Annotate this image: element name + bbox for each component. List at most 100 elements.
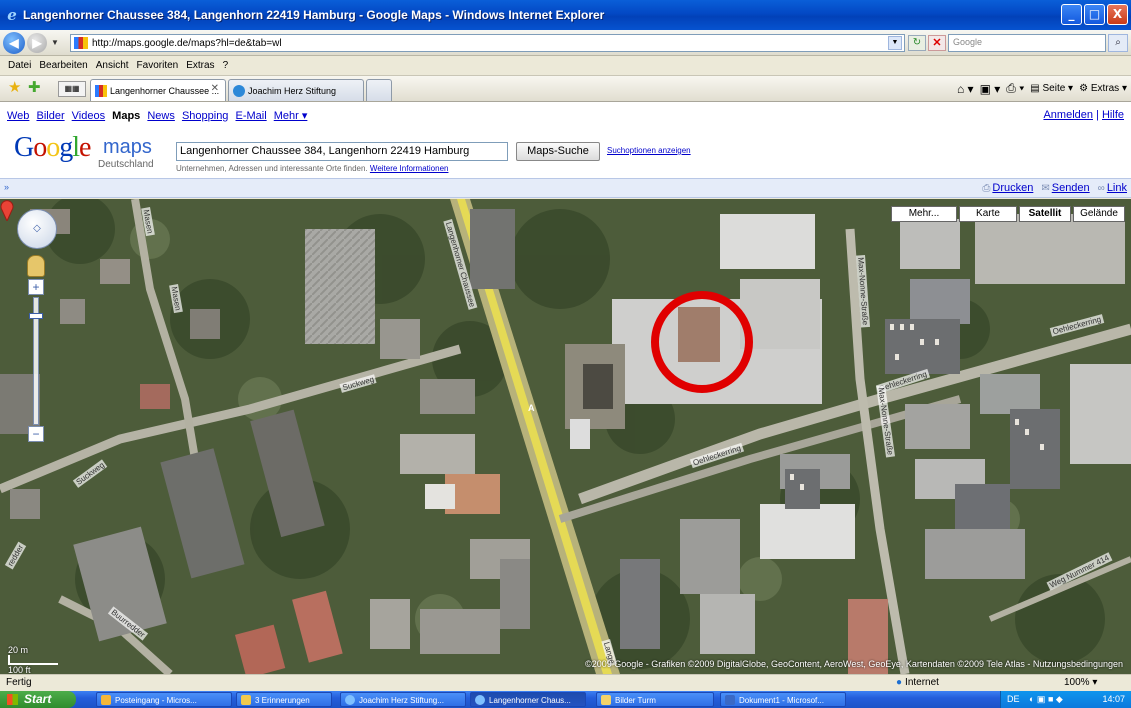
street-view-pegman-icon[interactable]	[27, 255, 45, 277]
minimize-button[interactable]: _	[1061, 4, 1082, 25]
link-news[interactable]: News	[147, 110, 175, 122]
logo-letter: g	[59, 132, 73, 163]
more-info-link[interactable]: Weitere Informationen	[369, 164, 449, 173]
send-link-label[interactable]: Senden	[1051, 182, 1090, 194]
task-google-maps[interactable]: Langenhorner Chaus...	[470, 692, 586, 707]
map-type-gelande[interactable]: Gelände	[1073, 206, 1125, 222]
new-tab-button[interactable]	[366, 79, 392, 101]
security-zone[interactable]: ●Internet	[896, 677, 939, 688]
history-dropdown-icon[interactable]: ▼	[51, 38, 59, 47]
start-button[interactable]: Start	[0, 691, 76, 708]
tab-joachim-herz[interactable]: Joachim Herz Stiftung	[228, 79, 364, 101]
back-button[interactable]: ◀	[3, 31, 25, 54]
clock: 14:07	[1102, 694, 1125, 704]
search-input[interactable]: Google	[948, 34, 1106, 52]
map-type-more[interactable]: Mehr...	[891, 206, 957, 222]
language-indicator[interactable]: DE	[1007, 694, 1020, 704]
status-text: Fertig	[6, 677, 32, 688]
link-videos[interactable]: Videos	[71, 110, 106, 122]
ie-page-icon	[233, 84, 245, 97]
task-reminders[interactable]: 3 Erinnerungen	[236, 692, 332, 707]
maps-search-button[interactable]: Maps-Suche	[516, 142, 600, 161]
home-icon[interactable]: ⌂ ▾	[956, 81, 974, 96]
forward-button[interactable]: ▶	[27, 32, 47, 53]
menu-extras[interactable]: Extras	[186, 60, 215, 71]
print-link[interactable]: ⎙Drucken	[982, 182, 1033, 194]
maximize-button[interactable]: □	[1084, 4, 1105, 25]
task-label: Joachim Herz Stiftung...	[359, 696, 444, 705]
link-email[interactable]: E-Mail	[235, 110, 267, 122]
url-field[interactable]: http://maps.google.de/maps?hl=de&tab=wl …	[70, 34, 905, 52]
logo-country: Deutschland	[98, 159, 154, 170]
collapse-panel-button[interactable]: »	[4, 182, 10, 192]
bell-icon	[241, 695, 251, 705]
zoom-level[interactable]: 100% ▾	[1064, 677, 1098, 688]
add-favorite-icon[interactable]: ✚	[28, 79, 41, 96]
google-logo[interactable]: Google	[14, 132, 91, 164]
task-outlook[interactable]: Posteingang - Micros...	[96, 692, 232, 707]
print-link-label[interactable]: Drucken	[992, 182, 1034, 194]
tools-menu[interactable]: ⚙ Extras ▾	[1079, 83, 1127, 94]
task-joachim-herz[interactable]: Joachim Herz Stiftung...	[340, 692, 466, 707]
link-link-label[interactable]: Link	[1106, 182, 1127, 194]
link-shopping[interactable]: Shopping	[181, 110, 229, 122]
zoom-in-button[interactable]: +	[28, 279, 44, 295]
search-icon[interactable]: ⌕	[1108, 34, 1128, 52]
link-bilder[interactable]: Bilder	[36, 110, 65, 122]
map-type-satellit[interactable]: Satellit	[1019, 206, 1071, 222]
tab-google-maps[interactable]: Langenhorner Chaussee ... ✕	[90, 79, 226, 101]
task-bilder-turm[interactable]: Bilder Turm	[596, 692, 714, 707]
search-options-link[interactable]: Suchoptionen anzeigen	[607, 146, 691, 155]
send-link[interactable]: ✉Senden	[1041, 182, 1089, 194]
folder-icon	[601, 695, 611, 705]
menu-datei[interactable]: Datei	[8, 60, 32, 71]
task-word[interactable]: Dokument1 - Microsof...	[720, 692, 846, 707]
feeds-icon[interactable]: ▣ ▾	[979, 81, 1001, 96]
url-dropdown-icon[interactable]: ▼	[888, 36, 902, 50]
taskbar: Start Posteingang - Micros... 3 Erinneru…	[0, 691, 1131, 708]
close-button[interactable]: X	[1107, 4, 1128, 25]
map-type-karte[interactable]: Karte	[959, 206, 1017, 222]
link-mehr[interactable]: Mehr ▾	[273, 110, 308, 122]
satellite-map[interactable]: Langenhorner Chaussee Lange Masen Masen …	[0, 199, 1131, 674]
highlight-circle	[651, 291, 753, 393]
task-label: Bilder Turm	[615, 696, 656, 705]
quick-tabs-icon[interactable]: ▦▦	[58, 81, 86, 97]
print-icon[interactable]: ⎙ ▾	[1006, 81, 1025, 95]
page-menu[interactable]: ▤ Seite ▾	[1030, 83, 1074, 94]
location-marker-icon[interactable]	[0, 199, 14, 221]
tab-close-icon[interactable]: ✕	[210, 83, 219, 94]
link-web[interactable]: Web	[7, 110, 30, 122]
window-titlebar: e Langenhorner Chaussee 384, Langenhorn …	[0, 0, 1131, 30]
stop-icon[interactable]: ✕	[928, 35, 946, 51]
task-label: Langenhorner Chaus...	[489, 696, 571, 705]
zone-label: Internet	[905, 677, 939, 688]
page-menu-label: Seite	[1042, 83, 1066, 94]
refresh-icon[interactable]: ↻	[908, 35, 926, 51]
ie-page-icon	[475, 695, 485, 705]
task-label: Dokument1 - Microsof...	[739, 696, 824, 705]
menu-help[interactable]: ?	[222, 60, 229, 71]
help-link[interactable]: Hilfe	[1101, 109, 1124, 121]
signin-link[interactable]: Anmelden	[1043, 109, 1093, 121]
link-link[interactable]: ∞Link	[1098, 182, 1127, 194]
menu-ansicht[interactable]: Ansicht	[95, 60, 129, 71]
zoom-slider-thumb[interactable]	[29, 313, 43, 319]
maps-search-input[interactable]: Langenhorner Chaussee 384, Langenhorn 22…	[176, 142, 508, 161]
tray-icons[interactable]: ◐ ▣ ■ ◆	[1029, 694, 1063, 704]
menu-bearbeiten[interactable]: Bearbeiten	[39, 60, 88, 71]
word-icon	[725, 695, 735, 705]
menu-favoriten[interactable]: Favoriten	[136, 60, 179, 71]
scale-metric: 20 m	[8, 645, 29, 655]
pan-control-icon[interactable]: ◇	[17, 209, 57, 249]
favorites-star-icon[interactable]: ★	[8, 79, 22, 96]
google-header: Web Bilder Videos Maps News Shopping E-M…	[0, 102, 1131, 184]
search-hint: Unternehmen, Adressen und interessante O…	[176, 164, 448, 173]
ie-page-icon	[345, 695, 355, 705]
ie-icon: e	[7, 6, 17, 24]
zoom-slider-track[interactable]	[33, 297, 39, 425]
logo-letter: G	[14, 132, 34, 163]
map-toolbar: » ⎙Drucken ✉Senden ∞Link	[0, 178, 1131, 198]
zoom-label: 100%	[1064, 677, 1090, 688]
zoom-out-button[interactable]: −	[28, 426, 44, 442]
